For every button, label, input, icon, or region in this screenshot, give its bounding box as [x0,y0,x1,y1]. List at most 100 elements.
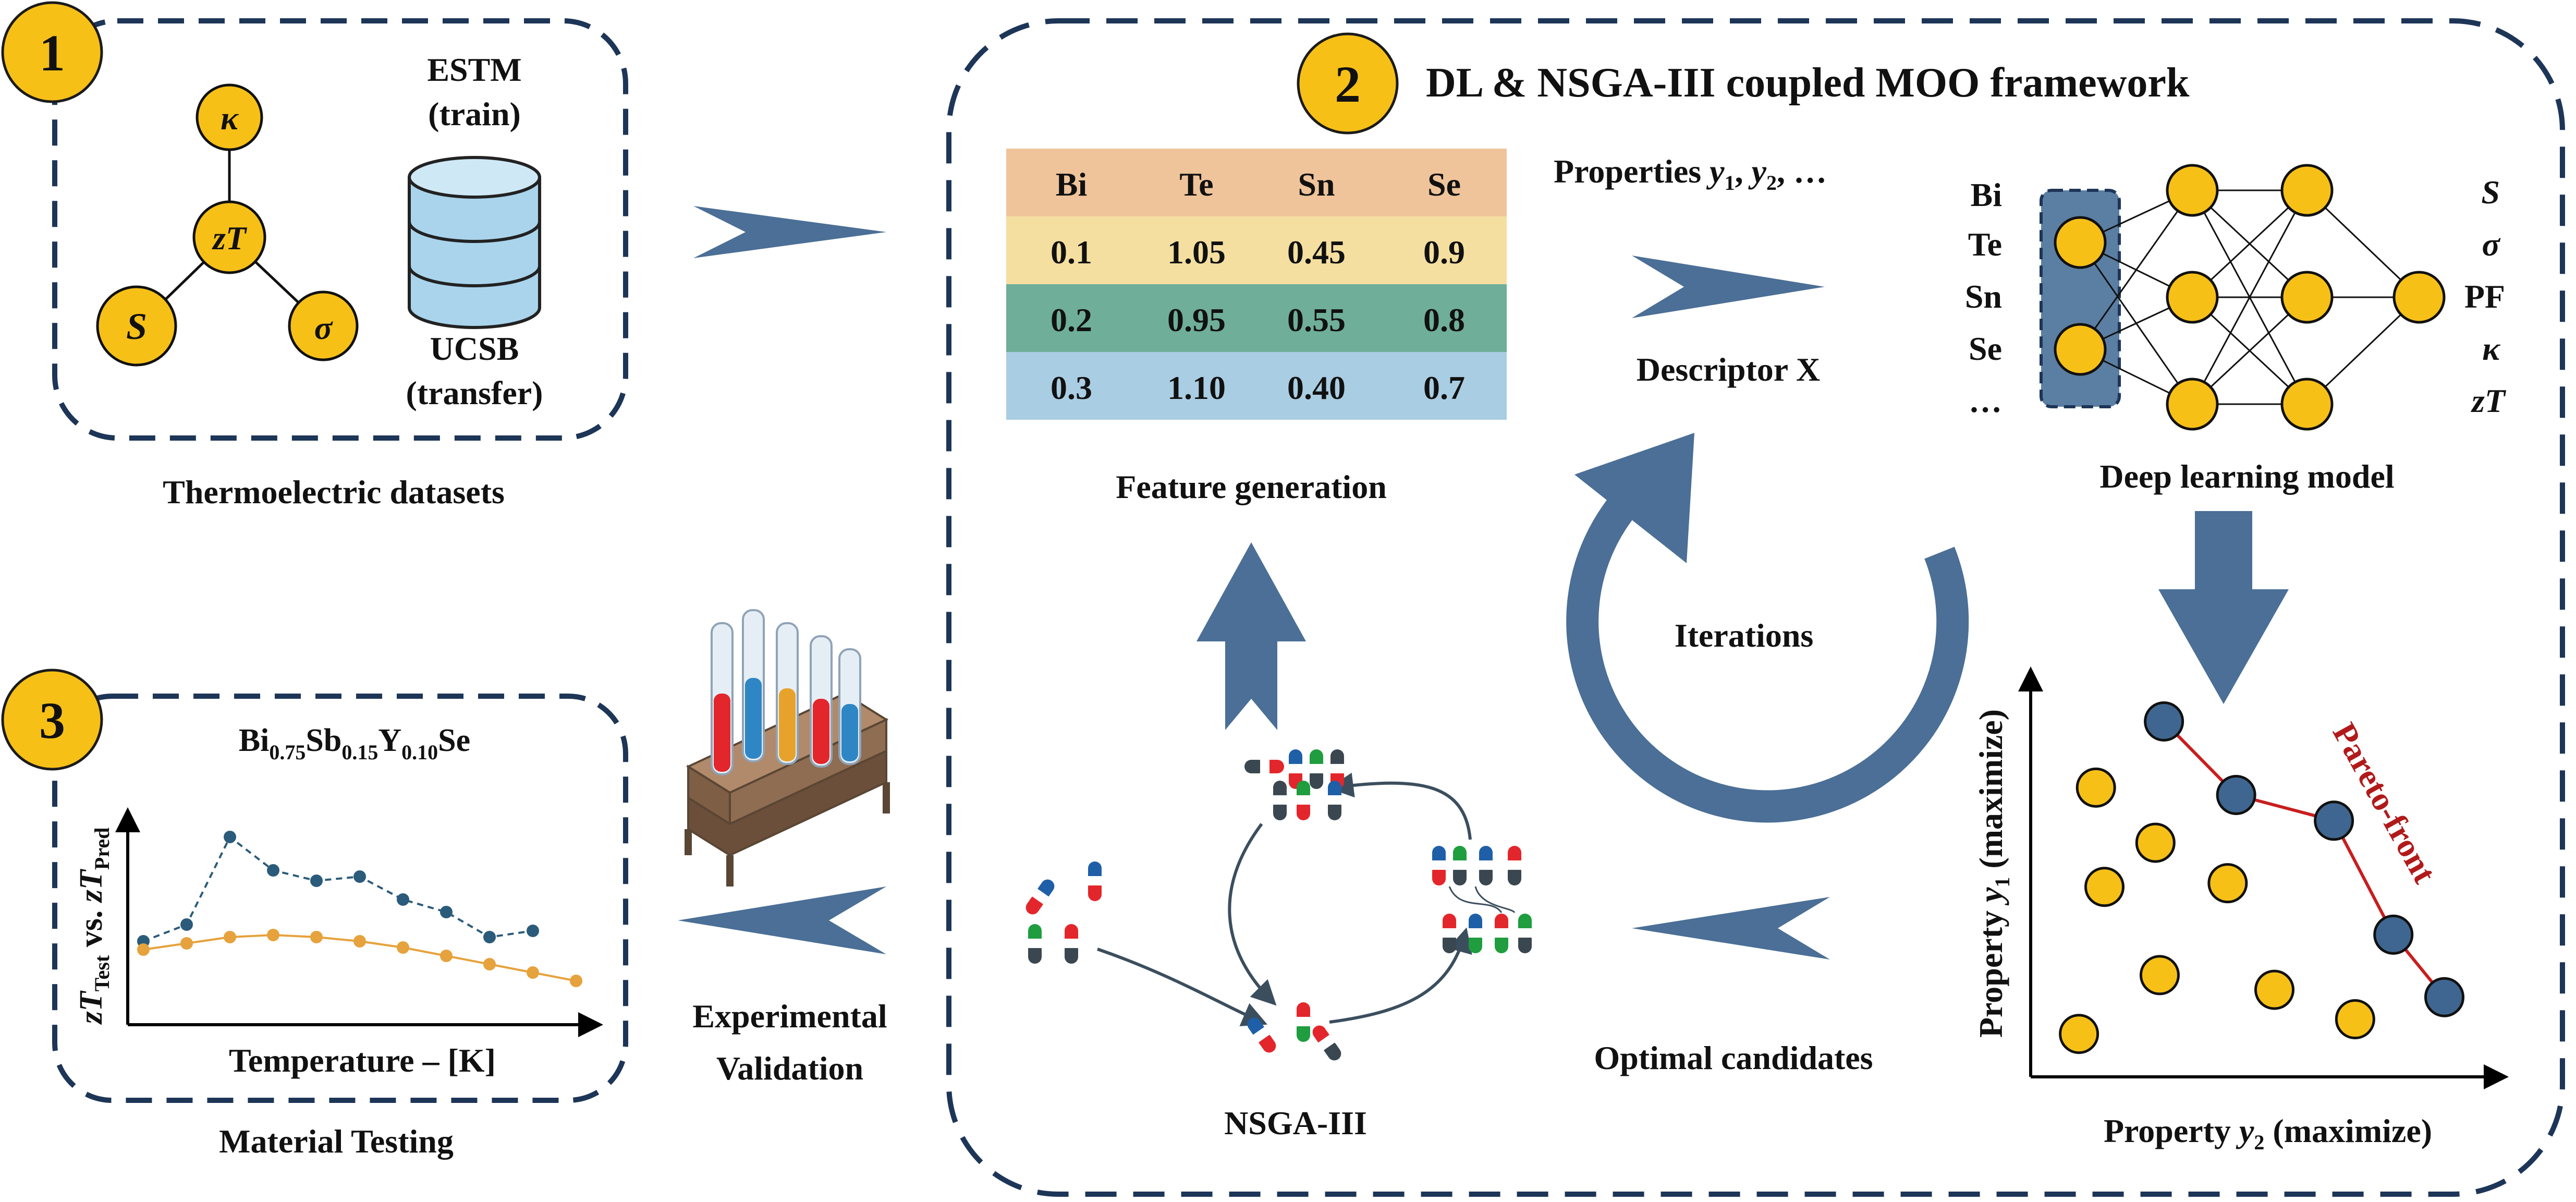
panel1-caption: Thermoelectric datasets [163,473,505,511]
nn-node [2166,164,2219,217]
nn-input-se: Se [1969,330,2002,367]
dominated-point [2135,822,2176,863]
zt-x-label: Temperature – [K] [229,1042,496,1079]
chromosome-capsule [1028,924,1042,964]
test-tube-rack-icon [685,609,890,887]
chromosome-capsule [1247,1017,1276,1053]
table-cell: 0.8 [1423,301,1465,338]
zt-data-point [137,943,150,956]
db-bottom-line2: (transfer) [406,374,543,411]
zt-y-label: zTTest vs. zTPred [74,828,114,1025]
crossover-lines [1448,886,1516,914]
table-header-bi: Bi [1056,166,1087,203]
zt-data-point [310,875,323,887]
chromosome-capsule [1297,781,1310,820]
zt-data-point [224,931,236,943]
validation-line1: Experimental [692,998,887,1035]
flow-arrow [1097,948,1268,1026]
db-top-line2: (train) [428,95,521,132]
db-top-line1: ESTM [427,51,521,88]
zt-data-point [570,975,582,987]
panel-datasets: 1 κ zT S σ ESTM (train) [1,1,628,511]
chromosome-capsule [1025,879,1055,915]
nn-node [2280,378,2334,431]
zt-chart [115,807,603,1037]
pareto-point [2424,977,2464,1017]
table-cell: 0.1 [1051,234,1092,271]
badge-1: 1 [1,1,103,103]
zt-series-group [137,831,582,987]
node-zt-label: zT [212,220,248,257]
zt-data-point [483,931,496,943]
panel-framework: 2 DL & NSGA-III coupled MOO framework Bi… [946,18,2565,1197]
zt-data-point [353,870,366,883]
dominated-point [2084,867,2125,907]
dl-caption: Deep learning model [2099,458,2394,495]
flow-arrow [1328,772,1472,840]
nn-input-bi: Bi [1971,176,2002,213]
table-header-te: Te [1179,166,1213,203]
arrow-to-testing [678,887,886,954]
panel3-caption: Material Testing [219,1123,454,1160]
pareto-point [2373,914,2414,955]
feature-caption: Feature generation [1116,468,1387,505]
chromosome-capsule [1432,846,1446,885]
zt-data-point [397,941,409,954]
node-seebeck: S [96,285,177,367]
nn-input-te: Te [1968,226,2002,263]
table-cell: 0.95 [1167,301,1226,338]
chromosome-capsule [1065,924,1078,964]
node-kappa-label: κ [221,100,239,137]
framework-title: DL & NSGA-III coupled MOO framework [1426,60,2190,106]
nn-node [2054,216,2107,269]
zt-data-point [224,831,236,843]
panel2-dashed-border [946,18,2565,1197]
database-icon [408,156,541,329]
chromosome-capsule [1244,760,1284,773]
table-cell: 0.9 [1423,234,1465,271]
nn-output-s: S [2481,174,2500,211]
nsga-caption: NSGA-III [1224,1104,1367,1142]
zt-data-point [527,925,539,937]
arrow-to-pareto [2158,511,2289,704]
arrow-to-nsga [1632,897,1830,960]
dominated-point [2076,767,2116,808]
iterations-label: Iterations [1675,617,1814,654]
nn-node [2054,323,2107,376]
nn-node [2392,271,2446,324]
node-sigma: σ [288,290,359,361]
zt-series-line [143,835,533,942]
badge-3-label: 3 [39,691,65,749]
table-cell: 1.05 [1167,234,1226,271]
zt-data-point [310,931,323,943]
badge-2-label: 2 [1335,55,1361,113]
chromosome-capsule [1479,846,1493,885]
nn-output-zt: zT [2471,382,2507,419]
pareto-y-label: Property y1 (maximize) [1972,709,2014,1038]
chromosome-capsule [1273,781,1287,820]
dominated-point [2059,1014,2099,1054]
dominated-point [2254,969,2294,1010]
nn-node [2280,271,2334,324]
chromosome-capsule [1495,914,1508,953]
chromosome-capsule [1453,846,1467,885]
zt-data-point [267,929,279,941]
zt-data-point [440,906,453,918]
feature-table: Bi Te Sn Se 0.1 1.05 0.45 0.9 0.2 0.95 0… [1006,149,1507,420]
table-cell: 0.7 [1423,369,1465,406]
pareto-chart: Pareto-front Property y2 (maximize) Prop… [1972,666,2509,1154]
formula-title: Bi0.75Sb0.15Y0.10Se [239,723,470,764]
pareto-x-label: Property y2 (maximize) [2104,1112,2432,1154]
badge-3: 3 [1,669,103,771]
nn-input-sn: Sn [1965,278,2002,315]
flow-arrow [1228,823,1277,1006]
table-cell: 0.40 [1287,369,1346,406]
nsga-iii-diagram [1025,749,1532,1061]
chromosome-capsule [1297,1002,1310,1042]
chromosome-capsule [1518,914,1532,953]
nn-input-more: … [1969,382,2002,419]
optimal-caption: Optimal candidates [1594,1039,1873,1076]
zt-data-point [180,918,193,931]
table-cell: 0.2 [1051,301,1092,338]
